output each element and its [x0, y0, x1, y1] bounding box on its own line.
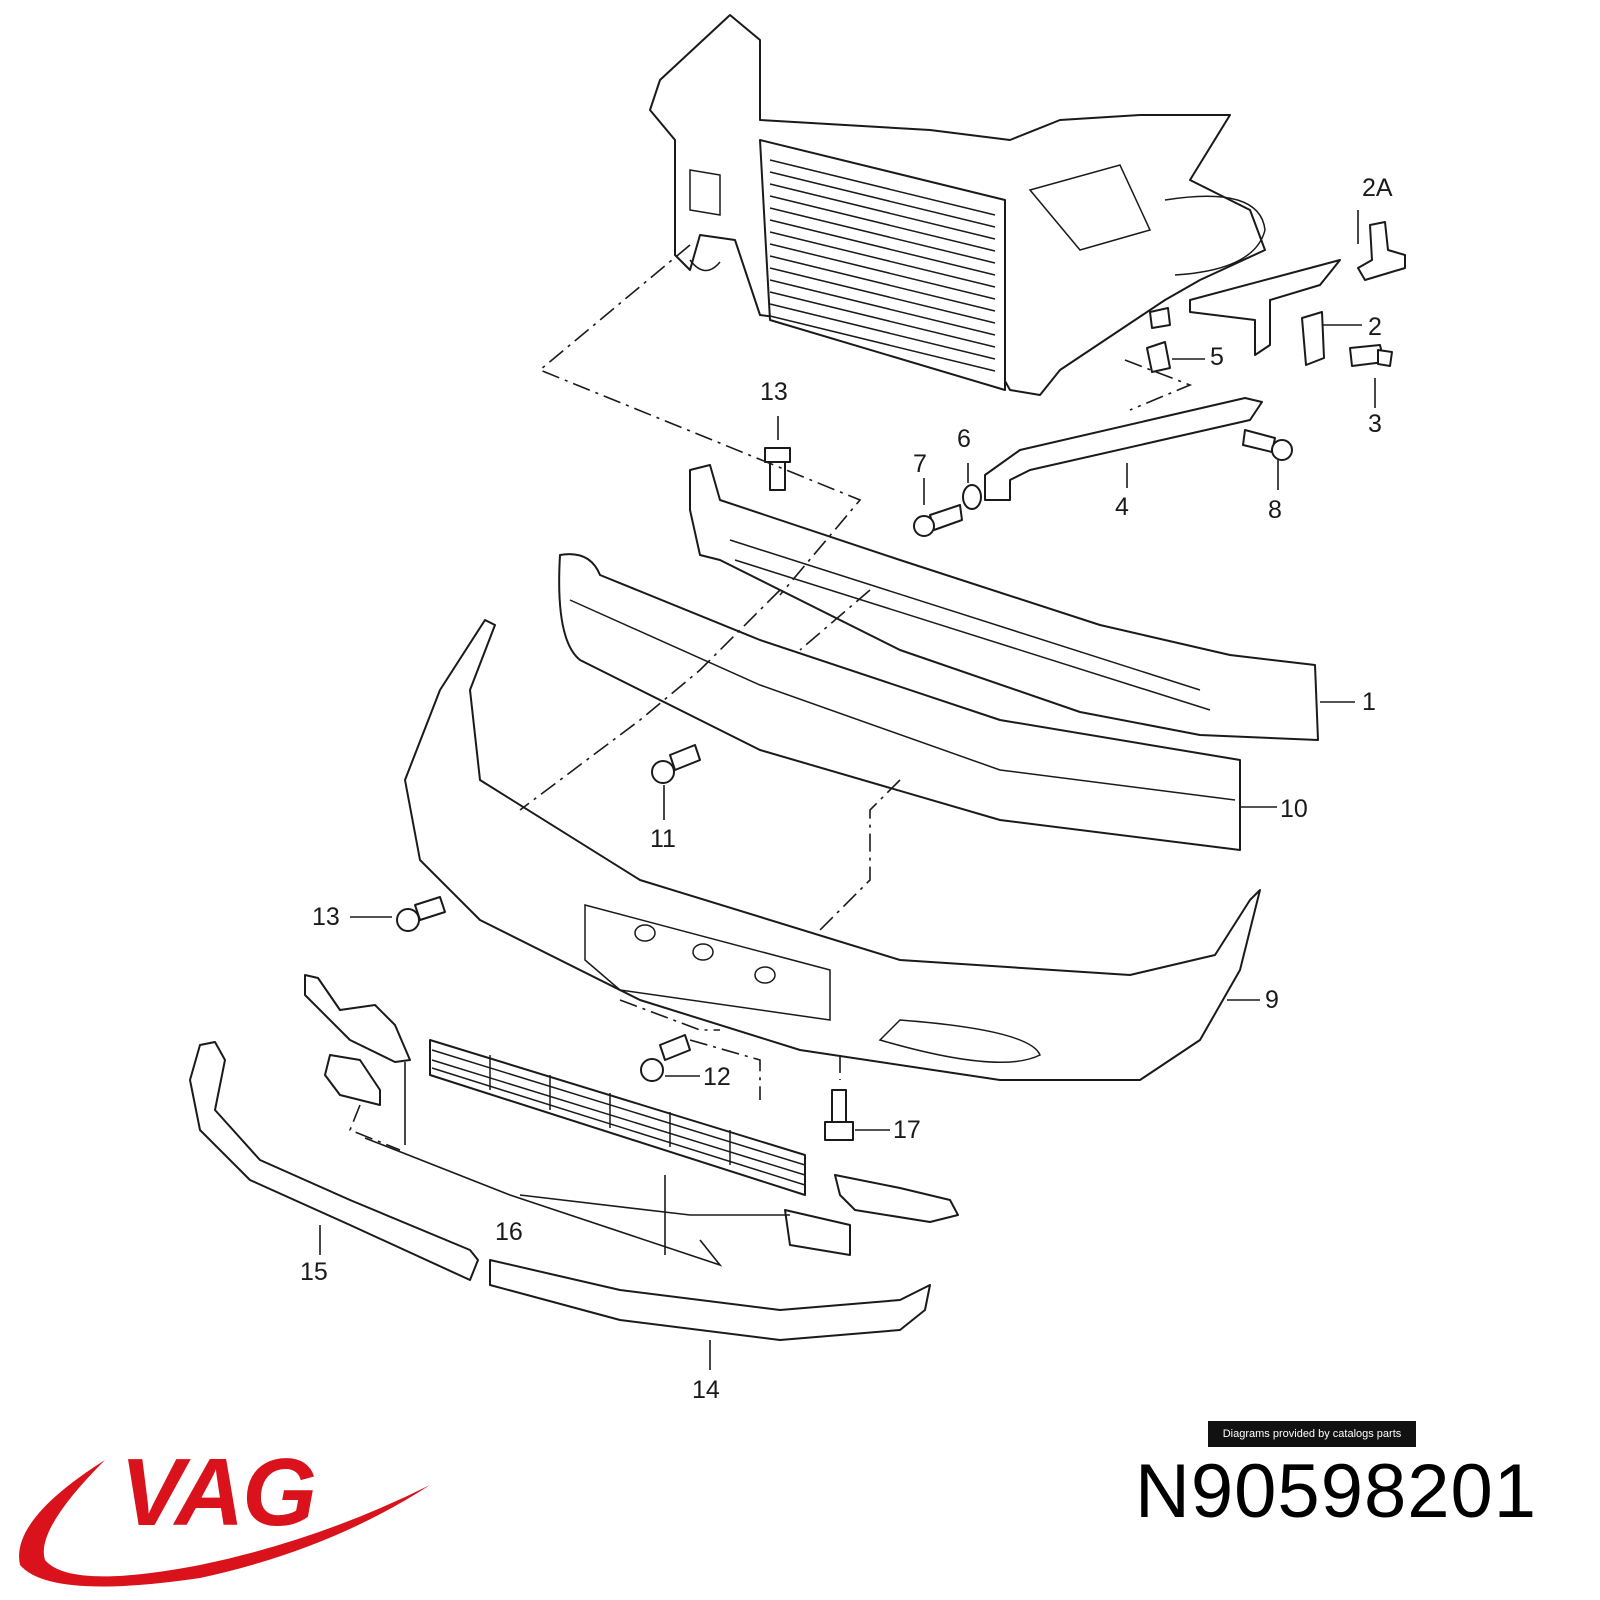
callout-9: 9 [1265, 986, 1279, 1014]
impact-bar-1 [689, 464, 1319, 741]
spoiler-14 [489, 1259, 931, 1341]
screw-12 [640, 1034, 691, 1082]
logo-swoosh [19, 1460, 431, 1587]
bracket-4 [984, 397, 1263, 501]
callout-6: 6 [957, 425, 971, 453]
grille-bracket-left [304, 974, 411, 1063]
callout-7: 7 [913, 450, 927, 478]
callout-14: 14 [692, 1376, 720, 1404]
bracket-rail [1189, 259, 1341, 356]
bumper-cover-9 [404, 619, 1261, 1081]
callout-3: 3 [1368, 410, 1382, 438]
grille-clip-right [784, 1209, 851, 1256]
absorber-10 [558, 553, 1241, 851]
callout-10: 10 [1280, 795, 1308, 823]
screw-17 [824, 1089, 854, 1141]
part-number: N90598201 [1135, 1449, 1538, 1534]
callout-5: 5 [1210, 343, 1224, 371]
screw-13-top [764, 447, 791, 491]
callout-leaders [319, 210, 1376, 1370]
front-carrier-assembly [649, 14, 1266, 396]
logo-text: VAG [120, 1440, 315, 1546]
callout-13-left: 13 [312, 903, 340, 931]
radiator-core [769, 159, 996, 372]
bracket-2 [1301, 311, 1325, 366]
spoiler-15 [189, 1041, 479, 1281]
screw-8 [1242, 429, 1293, 461]
callout-17: 17 [893, 1116, 921, 1144]
screw-3 [1349, 344, 1393, 367]
grille-bracket-right [834, 1174, 959, 1223]
screw-13-left [396, 896, 446, 932]
callout-15: 15 [300, 1258, 328, 1286]
callout-12: 12 [703, 1063, 731, 1091]
callout-4: 4 [1115, 493, 1129, 521]
vag-logo: VAG [19, 1440, 431, 1587]
callout-8: 8 [1268, 496, 1282, 524]
bracket-2a [1357, 221, 1406, 281]
clip-5b [1149, 307, 1171, 329]
callout-1: 1 [1362, 688, 1376, 716]
clip-5 [1146, 341, 1171, 373]
diagram-credit: Diagrams provided by catalogs parts [1208, 1421, 1416, 1447]
callout-2: 2 [1368, 313, 1382, 341]
callout-11: 11 [650, 825, 676, 853]
screw-7 [913, 504, 963, 537]
callout-2a: 2A [1362, 174, 1393, 202]
callout-13-top: 13 [760, 378, 788, 406]
screw-11 [651, 744, 701, 784]
grille-clip-left [324, 1054, 381, 1106]
washer-6 [962, 484, 982, 510]
callout-16: 16 [495, 1218, 523, 1246]
